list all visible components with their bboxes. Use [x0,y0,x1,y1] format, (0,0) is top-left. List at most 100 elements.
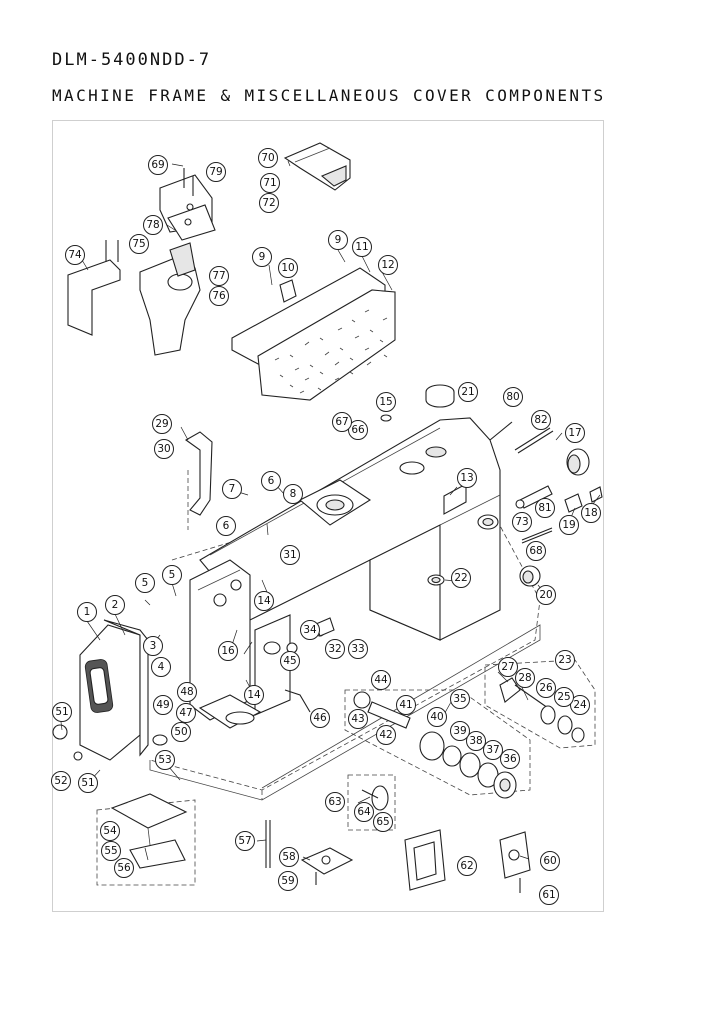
callout: 28 [515,668,535,688]
svg-text:18: 18 [584,507,597,519]
callout: 3 [143,636,163,656]
svg-text:29: 29 [155,418,168,430]
cam-group-23 [484,659,596,749]
svg-text:68: 68 [529,545,542,557]
callout: 51 [52,702,72,722]
right-shafts [427,421,603,587]
svg-text:24: 24 [573,699,587,711]
svg-text:32: 32 [328,643,341,655]
callout: 49 [153,695,173,715]
callout: 9 [252,247,272,267]
page-title: MACHINE FRAME & MISCELLANEOUS COVER COMP… [52,86,606,105]
callout: 67 [332,412,352,432]
callout: 79 [206,162,226,182]
svg-text:9: 9 [335,234,342,246]
callout: 64 [354,802,374,822]
svg-text:14: 14 [257,595,271,607]
svg-text:25: 25 [557,691,570,703]
callout: 1 [77,602,97,622]
svg-text:7: 7 [229,483,236,495]
callout: 16 [218,641,238,661]
callout: 14 [254,591,274,611]
callout: 70 [258,148,278,168]
callout: 43 [348,709,368,729]
callout: 72 [259,193,279,213]
svg-text:64: 64 [357,806,371,818]
svg-text:33: 33 [351,643,364,655]
callout: 2 [105,595,125,615]
svg-text:80: 80 [506,391,519,403]
callout: 48 [177,682,197,702]
callout: 19 [559,515,579,535]
svg-text:58: 58 [282,851,295,863]
lower-parts [265,820,531,893]
callout: 78 [143,215,163,235]
svg-text:49: 49 [156,699,169,711]
svg-text:10: 10 [281,262,294,274]
callout: 5 [162,565,182,585]
callout: 12 [378,255,398,275]
svg-text:30: 30 [157,443,170,455]
svg-text:52: 52 [54,775,67,787]
callout: 26 [536,678,556,698]
diagram-frame [52,120,604,912]
callout: 52 [51,771,71,791]
model-number: DLM-5400NDD-7 [52,50,212,70]
svg-text:15: 15 [379,396,392,408]
callout: 27 [498,657,518,677]
svg-text:6: 6 [223,520,230,532]
svg-text:54: 54 [103,825,117,837]
callout: 61 [539,885,559,905]
callout: 7 [222,479,242,499]
svg-text:26: 26 [539,682,553,694]
callout: 31 [280,545,300,565]
callout: 50 [171,722,191,742]
svg-text:5: 5 [142,577,149,589]
svg-text:38: 38 [469,735,482,747]
svg-text:16: 16 [221,645,235,657]
svg-text:46: 46 [313,712,327,724]
bracket-upper [159,168,216,241]
callout: 71 [260,173,280,193]
svg-text:8: 8 [290,488,297,500]
callout: 63 [325,792,345,812]
callout: 11 [352,237,372,257]
svg-text:63: 63 [328,796,341,808]
callout: 75 [129,234,149,254]
svg-text:21: 21 [461,386,474,398]
svg-text:6: 6 [268,475,275,487]
callout: 58 [279,847,299,867]
callout: 5 [135,573,155,593]
callout: 56 [114,858,134,878]
svg-text:19: 19 [562,519,575,531]
svg-text:72: 72 [262,197,275,209]
callout: 73 [512,512,532,532]
callout: 47 [176,703,196,723]
callout: 39 [450,721,470,741]
svg-text:2: 2 [112,599,119,611]
callout: 44 [371,670,391,690]
underside-plate [96,793,196,886]
svg-text:47: 47 [179,707,192,719]
callout: 57 [235,831,255,851]
svg-text:75: 75 [132,238,145,250]
svg-text:62: 62 [460,860,473,872]
callout: 33 [348,639,368,659]
callout: 25 [554,687,574,707]
svg-text:56: 56 [117,862,131,874]
callout: 53 [155,750,175,770]
callout: 62 [457,856,477,876]
callout: 8 [283,484,303,504]
callout: 23 [555,650,575,670]
callout: 4 [151,657,171,677]
take-up-cover [184,431,213,530]
svg-text:76: 76 [212,290,226,302]
svg-text:74: 74 [68,249,82,261]
callout: 34 [300,620,320,640]
callout: 55 [101,841,121,861]
callout: 37 [483,740,503,760]
svg-text:3: 3 [150,640,157,652]
callout: 45 [280,651,300,671]
svg-text:82: 82 [534,414,547,426]
